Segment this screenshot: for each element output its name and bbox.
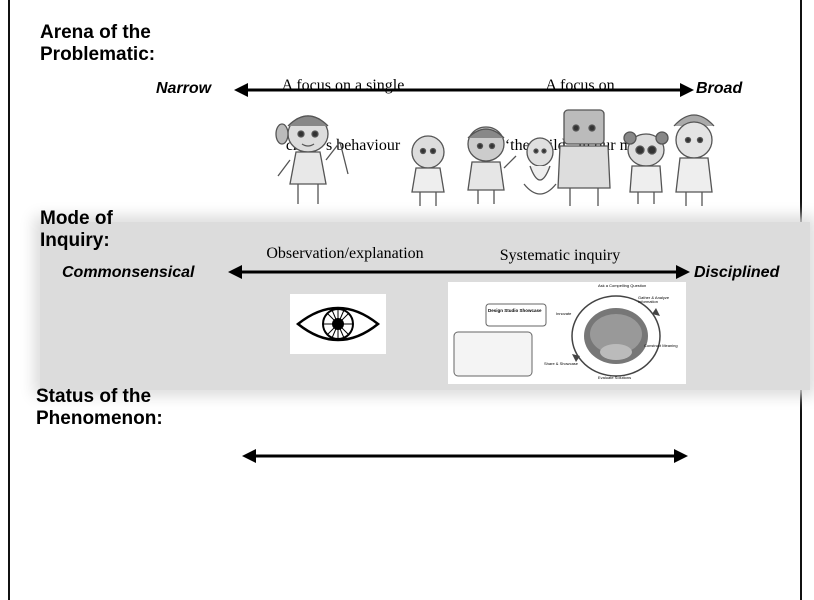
inquiry-right-caption: Systematic inquiry bbox=[499, 247, 621, 264]
cycle-diagram-graphic bbox=[453, 295, 661, 377]
inquiry-double-arrow bbox=[228, 265, 690, 279]
arena-heading-line2: Problematic: bbox=[40, 44, 156, 65]
inquiry-cycle-diagram: Design Studio Showcase Ask a Compelling … bbox=[448, 282, 686, 384]
arena-right-end-label: Broad bbox=[696, 80, 743, 97]
children-group-sketch bbox=[411, 109, 715, 206]
diagram-label-share: Share & Showcase bbox=[544, 361, 579, 366]
diagram-label-innovate: Innovate bbox=[556, 311, 572, 316]
arena-heading: Arena of the Problematic: bbox=[40, 22, 155, 66]
arena-double-arrow bbox=[234, 83, 694, 97]
eye-icon bbox=[295, 306, 381, 342]
arena-left-end-label: Narrow bbox=[156, 80, 212, 97]
diagram-label-ask: Ask a Compelling Question bbox=[598, 283, 647, 288]
status-heading-line2: Phenomenon: bbox=[36, 408, 163, 429]
diagram-label-gather: Gather & Analyze Information bbox=[638, 295, 670, 304]
eye-image bbox=[290, 294, 386, 354]
inquiry-heading-line2: Inquiry: bbox=[40, 230, 110, 251]
inquiry-left-caption: Observation/explanation bbox=[266, 245, 424, 262]
inquiry-heading: Mode of Inquiry: bbox=[40, 208, 113, 252]
diagram-label-evaluate: Evaluate Solutions bbox=[598, 375, 632, 380]
inquiry-right-end-label: Disciplined bbox=[694, 264, 780, 281]
arena-heading-line1: Arena of the bbox=[40, 22, 151, 43]
diagram-title: Design Studio Showcase bbox=[488, 308, 542, 313]
frame-left-border bbox=[8, 0, 10, 600]
status-heading: Status of the Phenomenon: bbox=[36, 386, 163, 430]
diagram-label-construct: Construct Meaning bbox=[644, 343, 678, 348]
inquiry-left-end-label: Commonsensical bbox=[62, 264, 195, 281]
child-sketch-icon bbox=[275, 115, 349, 204]
status-heading-line1: Status of the bbox=[36, 386, 152, 407]
inquiry-heading-line1: Mode of bbox=[40, 208, 113, 229]
status-double-arrow bbox=[242, 449, 688, 463]
